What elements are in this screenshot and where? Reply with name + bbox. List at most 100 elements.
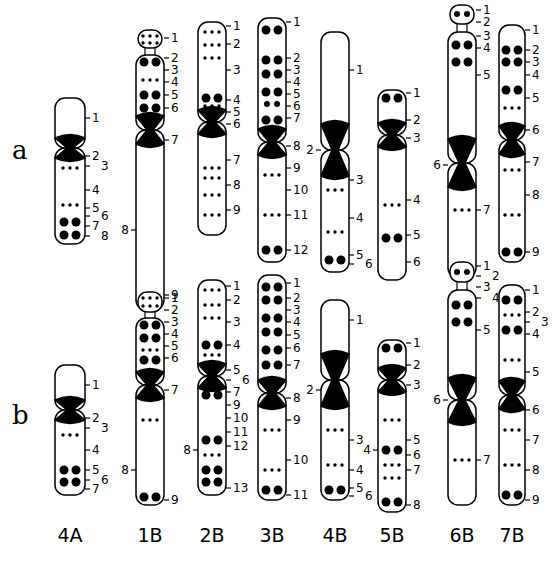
heterochromatin-band bbox=[60, 478, 69, 487]
band-tick bbox=[286, 117, 291, 118]
band-tick bbox=[476, 459, 481, 460]
minor-band bbox=[217, 43, 220, 46]
band-number: 4 bbox=[492, 291, 500, 305]
minor-band bbox=[510, 168, 513, 171]
band-number: 3 bbox=[293, 63, 301, 77]
band-number: 4 bbox=[532, 68, 540, 82]
chromosome-name: 4B bbox=[322, 524, 347, 546]
heterochromatin-band bbox=[382, 234, 391, 243]
heterochromatin-band bbox=[202, 478, 211, 487]
band-tick bbox=[286, 297, 291, 298]
heterochromatin-band bbox=[140, 321, 149, 330]
heterochromatin-band bbox=[452, 58, 461, 67]
band-number: 6 bbox=[532, 123, 540, 137]
heterochromatin-band bbox=[274, 56, 283, 65]
minor-band bbox=[333, 428, 336, 431]
minor-band bbox=[453, 208, 456, 211]
minor-band bbox=[141, 304, 144, 307]
minor-band bbox=[210, 453, 213, 456]
band-tick bbox=[226, 43, 231, 44]
chromosome-arm bbox=[378, 380, 406, 512]
heterochromatin-band bbox=[502, 491, 511, 500]
minor-band bbox=[383, 418, 386, 421]
minor-band bbox=[203, 316, 206, 319]
minor-band bbox=[155, 418, 158, 421]
band-number: 9 bbox=[233, 203, 241, 217]
minor-band bbox=[141, 296, 144, 299]
band-tick bbox=[349, 495, 354, 496]
band-number: 8 bbox=[532, 188, 540, 202]
heterochromatin-band bbox=[60, 231, 69, 240]
heterochromatin-band bbox=[514, 326, 523, 335]
band-number: 4 bbox=[171, 327, 179, 341]
minor-band bbox=[68, 203, 71, 206]
band-number: 2 bbox=[532, 43, 540, 57]
band-tick bbox=[85, 449, 90, 450]
band-number: 6 bbox=[413, 255, 421, 269]
heterochromatin-band bbox=[514, 86, 523, 95]
heterochromatin-band bbox=[274, 328, 283, 337]
band-number: 4 bbox=[293, 315, 301, 329]
band-tick bbox=[226, 123, 231, 124]
band-tick bbox=[286, 397, 291, 398]
heterochromatin-band bbox=[140, 91, 149, 100]
band-number: 5 bbox=[356, 481, 364, 495]
heterochromatin-band bbox=[514, 46, 523, 55]
band-number: 1 bbox=[532, 283, 540, 297]
minor-band bbox=[141, 41, 144, 44]
band-tick bbox=[226, 487, 231, 488]
heterochromatin-band bbox=[514, 248, 523, 257]
heterochromatin-band bbox=[382, 498, 391, 507]
row-letter: b bbox=[12, 400, 29, 430]
band-number: 2 bbox=[413, 358, 421, 372]
band-tick bbox=[164, 81, 169, 82]
minor-band bbox=[390, 476, 393, 479]
centromere bbox=[499, 123, 525, 158]
band-tick bbox=[406, 261, 411, 262]
heterochromatin-band bbox=[214, 341, 223, 350]
heterochromatin-band bbox=[152, 104, 161, 113]
centromere bbox=[198, 361, 226, 392]
band-number: 9 bbox=[293, 413, 301, 427]
band-number: 2 bbox=[306, 143, 314, 157]
band-number: 8 bbox=[101, 229, 109, 243]
chromosome-arm bbox=[55, 148, 85, 244]
heterochromatin-band bbox=[452, 301, 461, 310]
band-number: 10 bbox=[293, 183, 308, 197]
band-tick bbox=[226, 285, 231, 286]
band-number: 4 bbox=[92, 443, 100, 457]
heterochromatin-band bbox=[262, 26, 271, 35]
band-number: 4 bbox=[233, 338, 241, 352]
heterochromatin-band bbox=[382, 446, 391, 455]
band-number: 5 bbox=[233, 105, 241, 119]
minor-band bbox=[141, 418, 144, 421]
band-tick bbox=[85, 488, 90, 489]
minor-band bbox=[217, 193, 220, 196]
minor-band bbox=[510, 313, 513, 316]
band-tick bbox=[349, 263, 354, 264]
heterochromatin-band bbox=[274, 88, 283, 97]
band-number: 7 bbox=[171, 133, 179, 147]
heterochromatin-band bbox=[262, 361, 271, 370]
band-tick bbox=[406, 119, 411, 120]
band-number: 8 bbox=[121, 223, 129, 237]
minor-band bbox=[517, 106, 520, 109]
minor-band bbox=[141, 34, 144, 37]
minor-band bbox=[277, 213, 280, 216]
minor-band bbox=[217, 453, 220, 456]
band-tick bbox=[193, 449, 198, 450]
heterochromatin-band bbox=[60, 466, 69, 475]
band-tick bbox=[525, 289, 530, 290]
satellite-stalk bbox=[456, 282, 457, 290]
minor-band bbox=[333, 230, 336, 233]
band-number: 3 bbox=[293, 303, 301, 317]
band-number: 8 bbox=[121, 463, 129, 477]
band-number: 7 bbox=[413, 463, 421, 477]
heterochromatin-band bbox=[337, 256, 346, 265]
band-tick bbox=[286, 347, 291, 348]
centromere bbox=[136, 369, 164, 402]
band-tick bbox=[525, 129, 530, 130]
band-tick bbox=[349, 69, 354, 70]
band-tick bbox=[476, 209, 481, 210]
satellite-stalk bbox=[144, 48, 145, 55]
